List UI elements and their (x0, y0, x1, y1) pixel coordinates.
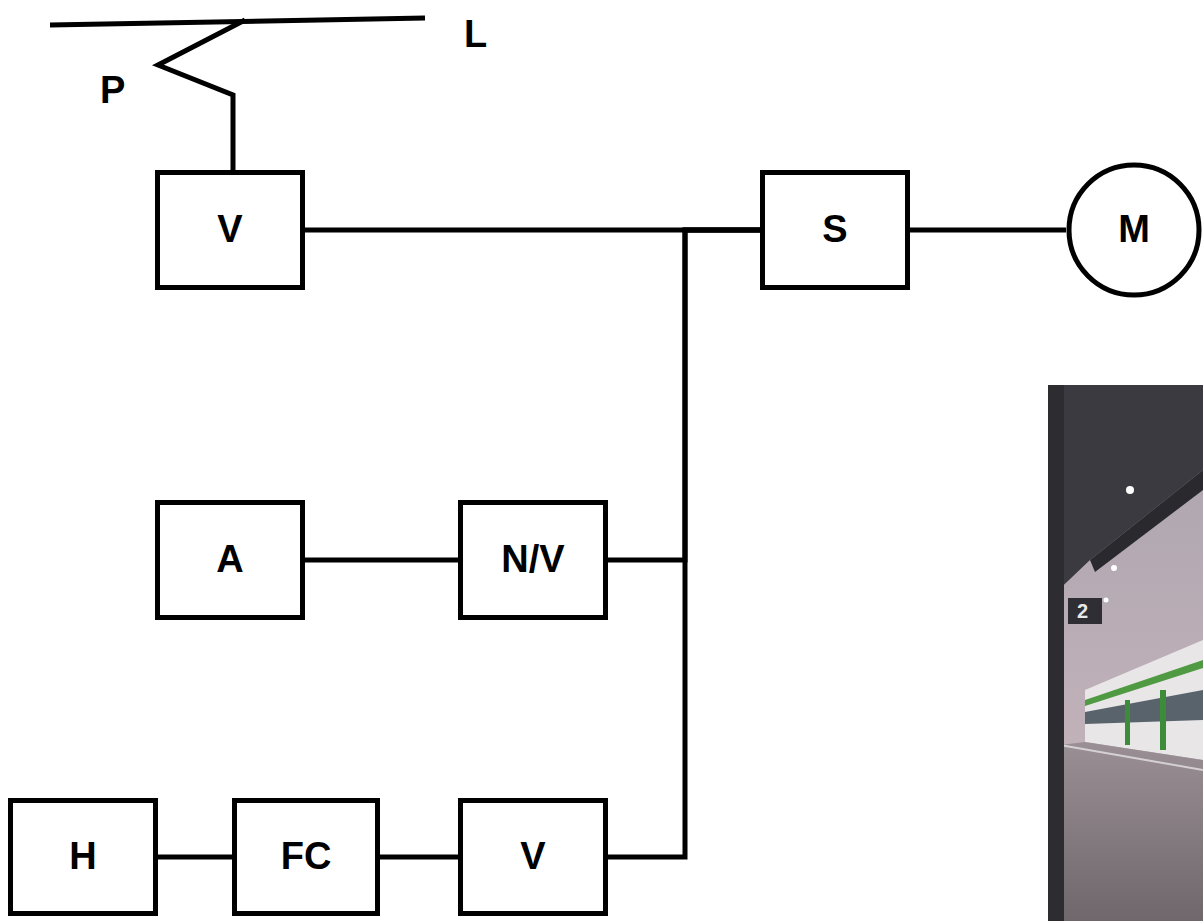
node-label: S (822, 209, 847, 251)
motor-circle: M (1066, 162, 1202, 298)
node-label: V (217, 209, 242, 251)
power-wire (910, 228, 1066, 233)
hydrogen-box: H (8, 798, 158, 916)
switch-box: S (760, 170, 910, 290)
platform-number: 2 (1077, 600, 1088, 622)
fuel-cell-box: FC (232, 798, 380, 916)
power-wire (158, 855, 232, 860)
battery-box: A (155, 500, 305, 620)
pantograph-symbol (158, 20, 245, 170)
node-label: V (520, 836, 545, 878)
converter-box: N/V (458, 500, 608, 620)
node-label: H (69, 836, 96, 878)
pantograph-label: P (100, 70, 125, 112)
power-wire (305, 558, 458, 563)
node-label: M (1118, 209, 1150, 251)
train-photo (1048, 385, 1203, 921)
line-label: L (464, 14, 487, 56)
node-label: A (216, 539, 243, 581)
node-label: FC (281, 836, 332, 878)
power-wire (380, 855, 458, 860)
converter-box: V (155, 170, 305, 290)
node-label: N/V (501, 539, 564, 581)
converter-box: V (458, 798, 608, 916)
power-wire (608, 230, 760, 857)
